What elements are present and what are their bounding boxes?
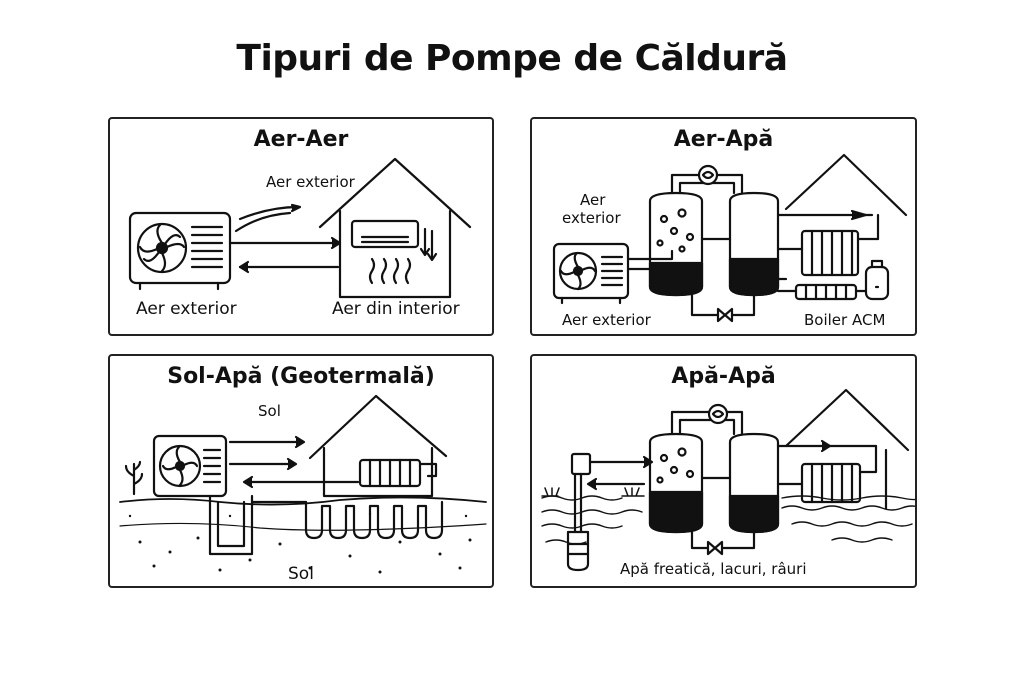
evaporator-tank-icon: [648, 432, 704, 534]
house-icon: [318, 157, 472, 299]
house-icon: [308, 394, 448, 498]
panel-title: Apă-Apă: [671, 364, 776, 389]
boiler-icon: [864, 265, 890, 301]
label-air: Aer: [580, 191, 606, 209]
outdoor-unit-icon: [128, 211, 232, 291]
well-pump-icon: [566, 452, 592, 572]
label-ground: Sol: [288, 564, 314, 584]
valve-icon: [706, 540, 724, 556]
panel-water-water: Apă-Apă Apă freatică, lacuri, râuri: [530, 354, 917, 588]
panel-title: Aer-Aer: [253, 127, 349, 152]
panel-air-air: Aer-Aer Aer exterior Aer exterior Aer di…: [108, 117, 494, 336]
ground-water-diagram: [119, 394, 487, 574]
air-water-diagram: [552, 153, 908, 323]
panel-title: Sol-Apă (Geotermală): [167, 364, 435, 389]
outdoor-unit-icon: [152, 434, 228, 498]
condenser-tank-icon: [728, 432, 780, 534]
panel-air-water: Aer-Apă Aer exterior Aer exterior Boiler…: [530, 117, 917, 336]
water-water-diagram: [541, 388, 915, 572]
house-icon: [776, 388, 910, 510]
outdoor-unit-icon: [552, 242, 630, 305]
panel-ground-water: Sol-Apă (Geotermală) Sol Sol: [108, 354, 494, 588]
label-outdoor-air-top: Aer exterior: [266, 173, 355, 191]
label-ground-top: Sol: [258, 402, 281, 420]
condenser-tank-icon: [728, 191, 780, 297]
label-outdoor-air: Aer exterior: [136, 299, 237, 319]
label-water-sources: Apă freatică, lacuri, râuri: [620, 560, 807, 578]
house-icon: [776, 153, 908, 301]
label-indoor-air: Aer din interior: [332, 299, 460, 319]
ground-loop-icon: [208, 494, 444, 556]
label-outdoor-air: Aer exterior: [562, 311, 651, 329]
label-exterior: exterior: [562, 209, 621, 227]
page-title: Tipuri de Pompe de Căldură: [236, 38, 788, 79]
plant-icon: [124, 460, 144, 496]
valve-icon: [716, 307, 734, 323]
label-boiler: Boiler ACM: [804, 311, 886, 329]
panel-title: Aer-Apă: [673, 127, 774, 152]
air-air-diagram: [128, 157, 472, 299]
evaporator-tank-icon: [648, 191, 704, 297]
soil-dots: [128, 512, 472, 574]
